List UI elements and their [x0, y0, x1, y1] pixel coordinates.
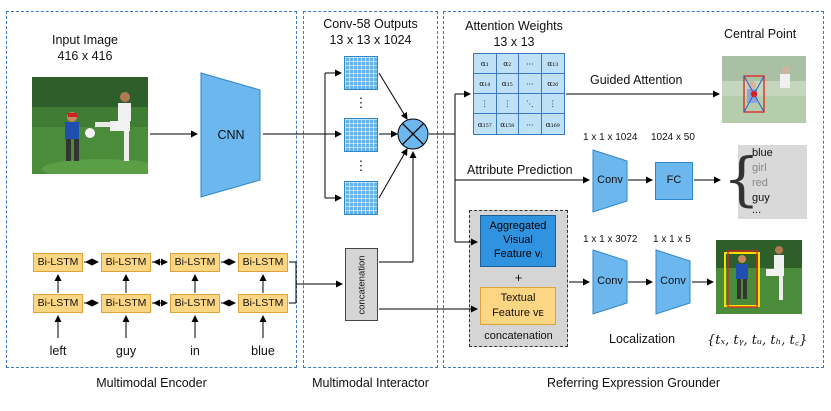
attention-cell: α₁	[474, 54, 497, 74]
aggregated-visual-line-3: Feature vᵢ	[493, 248, 543, 260]
plus-sign: +	[514, 270, 523, 285]
attention-grid: α₁ α₂ ⋯ α₁₃ α₁₄ α₁₅ ⋯ α₂₆ ⋮ ⋮ ⋱ ⋮ α₁₅₇ α…	[473, 53, 565, 135]
word-3: in	[190, 344, 200, 358]
grounder-title: Referring Expression Grounder	[547, 376, 720, 390]
aggregated-visual-feature: Aggregated Visual Feature vᵢ	[480, 215, 556, 267]
loc-conv2-label: Conv	[660, 275, 686, 287]
dim-1024x50: 1024 x 50	[651, 132, 695, 143]
attention-cell: α₁₃	[541, 54, 564, 74]
attribute-box	[738, 145, 807, 219]
attention-cell: ⋮	[496, 94, 519, 114]
localization-image	[716, 240, 802, 314]
textual-feature-line-2: Feature vᴇ	[492, 307, 544, 319]
grounder-panel	[443, 11, 824, 368]
bilstm-bottom-2: Bi-LSTM	[101, 294, 151, 313]
loc-conv1-block	[592, 249, 628, 315]
attribute-girl: girl	[752, 162, 767, 174]
attention-cell: α₂	[496, 54, 519, 74]
attribute-guy: guy	[752, 192, 770, 204]
attention-cell: α₁₆₉	[545, 119, 560, 129]
input-image-title: Input Image	[51, 33, 118, 47]
vdots-2: ⋮	[354, 158, 368, 173]
interactor-concat-box: concatenation	[345, 248, 378, 321]
word-2: guy	[115, 344, 137, 358]
attention-cell: ⋮	[541, 94, 564, 114]
attention-cell: α₂₆	[541, 74, 564, 94]
guided-attention-label: Guided Attention	[590, 73, 683, 87]
attr-conv-label: Conv	[597, 174, 623, 186]
bilstm-top-4: Bi-LSTM	[238, 253, 288, 272]
attention-cell: α₁₅₇	[474, 114, 497, 134]
attribute-more: ...	[752, 204, 762, 216]
dim-1x1x1024: 1 x 1 x 1024	[583, 132, 638, 143]
central-point-title: Central Point	[724, 27, 797, 41]
loc-conv2-block	[655, 249, 691, 315]
bilstm-top-3: Bi-LSTM	[170, 253, 220, 272]
word-4: blue	[251, 344, 275, 358]
feature-map-2	[344, 118, 378, 152]
feature-map-1	[344, 56, 378, 90]
dim-1x1x5: 1 x 1 x 5	[653, 234, 691, 245]
word-1: left	[49, 344, 67, 358]
interactor-panel	[303, 11, 438, 368]
attention-cell: α₁₄	[474, 74, 497, 94]
multiply-operator-icon	[397, 118, 429, 150]
loc-conv1-label: Conv	[597, 275, 623, 287]
input-image	[32, 77, 148, 174]
vdots-1: ⋮	[354, 95, 368, 110]
cnn-label: CNN	[217, 128, 245, 142]
bilstm-bottom-4: Bi-LSTM	[238, 294, 288, 313]
conv58-dims: 13 x 13 x 1024	[329, 33, 412, 47]
attention-cell: ⋮	[474, 94, 497, 114]
attention-cell: α₁₅	[496, 74, 519, 94]
attribute-prediction-label: Attribute Prediction	[467, 163, 573, 177]
aggregated-visual-line-1: Aggregated	[489, 220, 547, 232]
cnn-block	[200, 72, 261, 198]
attention-cell: ⋯	[519, 54, 542, 74]
textual-feature-line-1: Textual	[500, 292, 536, 304]
fc-block	[655, 162, 693, 200]
localization-label: Localization	[609, 332, 676, 346]
bilstm-top-1: Bi-LSTM	[33, 253, 83, 272]
bilstm-top-2: Bi-LSTM	[101, 253, 151, 272]
attr-conv-block	[592, 149, 628, 213]
grounder-concat-label: concatenation	[484, 330, 553, 342]
attention-cell: ⋱	[519, 94, 542, 114]
aggregated-visual-line-2: Visual	[503, 234, 533, 246]
bilstm-bottom-1: Bi-LSTM	[33, 294, 83, 313]
encoder-panel	[6, 11, 297, 368]
interactor-title: Multimodal Interactor	[312, 376, 429, 390]
fc-label: FC	[666, 174, 682, 186]
bilstm-bottom-3: Bi-LSTM	[170, 294, 220, 313]
central-point-image	[722, 56, 806, 123]
dim-1x1x3072: 1 x 1 x 3072	[583, 234, 638, 245]
attribute-blue: blue	[752, 147, 773, 159]
input-image-size: 416 x 416	[57, 49, 113, 63]
encoder-title: Multimodal Encoder	[96, 376, 207, 390]
attention-cell: ⋯	[519, 114, 542, 134]
conv58-title: Conv-58 Outputs	[323, 17, 418, 31]
attention-cell: α₁₅₈	[497, 114, 519, 134]
textual-feature: Textual Feature vᴇ	[480, 287, 556, 325]
attribute-red: red	[752, 177, 768, 189]
attention-cell: ⋯	[519, 74, 542, 94]
attention-dims: 13 x 13	[493, 35, 535, 49]
feature-map-3	[344, 181, 378, 215]
output-tuple: {tₓ, tᵧ, tᵤ, tₕ, t꜀}	[707, 333, 808, 348]
attention-title: Attention Weights	[465, 19, 563, 33]
attribute-brace: {	[723, 145, 760, 213]
